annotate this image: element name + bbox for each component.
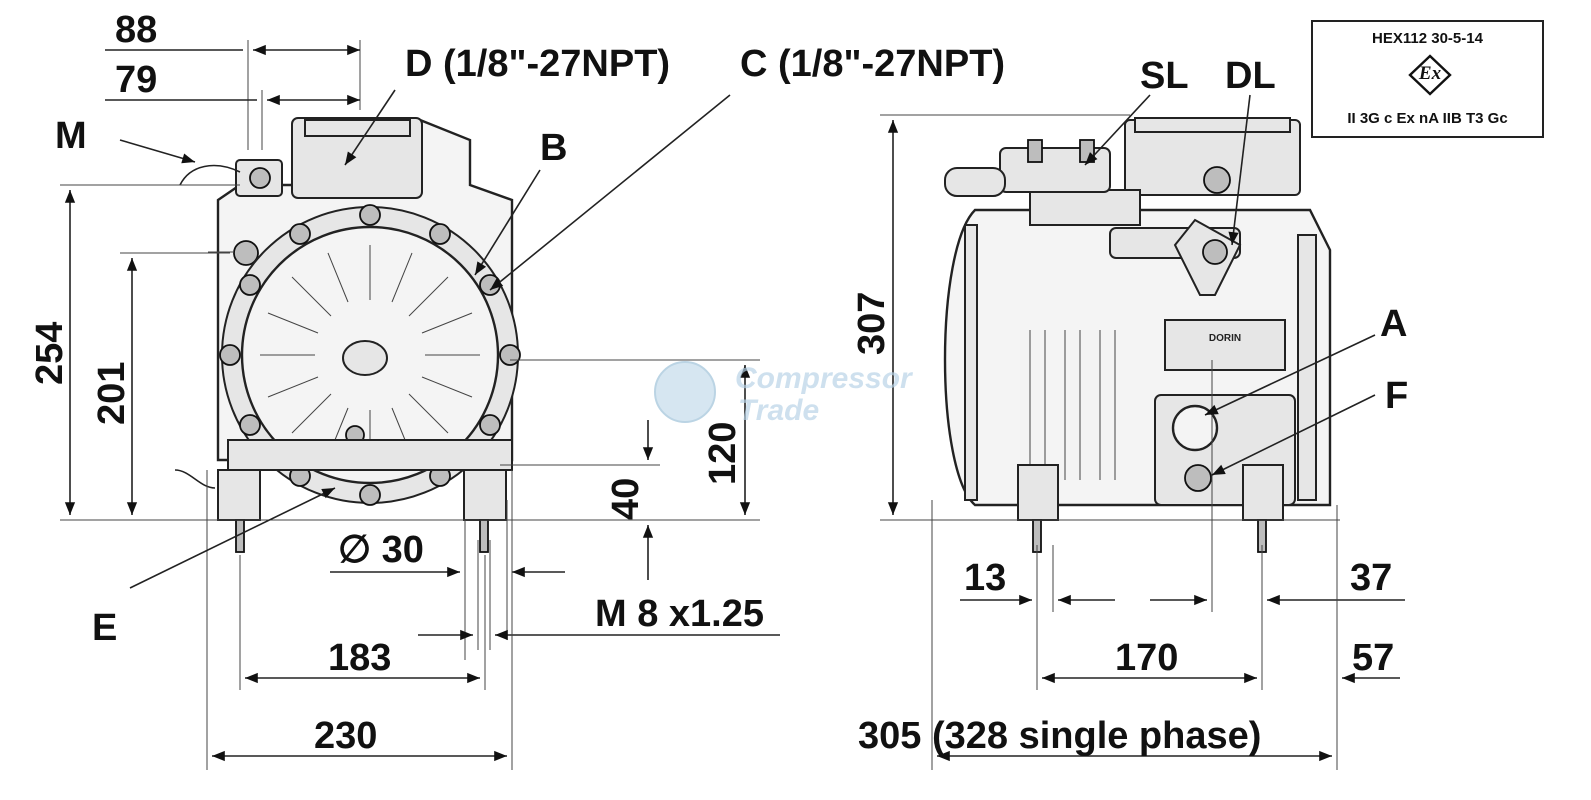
dim-57: 57 bbox=[1352, 637, 1394, 679]
dim-170: 170 bbox=[1115, 637, 1178, 679]
nameplate-brand: DORIN bbox=[1209, 333, 1241, 344]
atex-certification-box: HEX112 30-5-14 Ex II 3G c Ex nA IIB T3 G… bbox=[1311, 20, 1544, 138]
side-view-dimension-lines bbox=[880, 94, 1405, 770]
label-SL: SL bbox=[1140, 55, 1189, 97]
ex-hexagon-icon: Ex bbox=[1408, 54, 1452, 96]
dim-307: 307 bbox=[851, 292, 893, 355]
certification-code: HEX112 30-5-14 bbox=[1372, 30, 1483, 47]
watermark-globe-icon bbox=[654, 361, 716, 423]
watermark-line2: Trade bbox=[738, 394, 819, 427]
dim-305: 305 (328 single phase) bbox=[858, 715, 1261, 757]
side-view-compressor: DORIN bbox=[943, 117, 1332, 553]
label-F: F bbox=[1385, 375, 1408, 417]
dim-120: 120 bbox=[702, 422, 744, 485]
dim-13: 13 bbox=[964, 557, 1006, 599]
label-E: E bbox=[92, 607, 117, 649]
callout-labels: D (1/8"-27NPT) C (1/8"-27NPT) M B E SL D… bbox=[55, 43, 1408, 649]
watermark: Compressor Trade bbox=[654, 361, 914, 427]
dim-37: 37 bbox=[1350, 557, 1392, 599]
front-view-compressor bbox=[174, 117, 521, 553]
ex-mark-text: Ex bbox=[1418, 63, 1442, 84]
label-D: D (1/8"-27NPT) bbox=[405, 43, 670, 85]
front-view-dimension-lines bbox=[60, 40, 780, 770]
label-DL: DL bbox=[1225, 55, 1276, 97]
dim-201: 201 bbox=[91, 362, 133, 425]
watermark-line1: Compressor bbox=[735, 362, 914, 395]
label-B: B bbox=[540, 127, 567, 169]
dimension-texts: 88 79 254 201 120 40 183 230 307 13 37 1… bbox=[29, 9, 1394, 757]
certification-class: II 3G c Ex nA IIB T3 Gc bbox=[1347, 110, 1508, 127]
dim-88: 88 bbox=[115, 9, 157, 51]
label-shaft-diameter: ∅ 30 bbox=[338, 529, 424, 571]
dim-40: 40 bbox=[605, 478, 647, 520]
label-A: A bbox=[1380, 303, 1407, 345]
label-C: C (1/8"-27NPT) bbox=[740, 43, 1005, 85]
dim-254: 254 bbox=[29, 322, 71, 385]
dim-79: 79 bbox=[115, 59, 157, 101]
dim-183: 183 bbox=[328, 637, 391, 679]
label-M: M bbox=[55, 115, 87, 157]
label-thread: M 8 x1.25 bbox=[595, 593, 764, 635]
dim-230: 230 bbox=[314, 715, 377, 757]
